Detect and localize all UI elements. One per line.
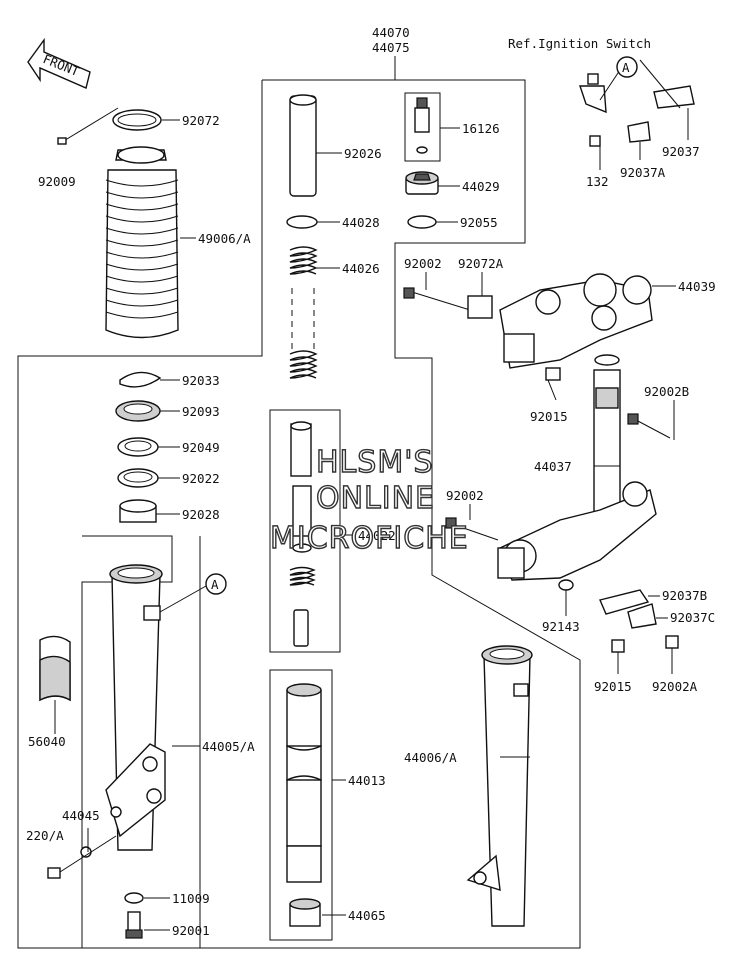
clamp-bolt-top — [403, 287, 471, 311]
oil-seal — [115, 400, 161, 422]
part-label: 220/A — [26, 828, 64, 843]
part-label: 92022 — [182, 471, 220, 486]
nut-top — [545, 367, 561, 381]
fork-boot — [105, 146, 179, 339]
lower-clamp — [497, 481, 657, 581]
part-label: 44028 — [342, 215, 380, 230]
part-label: 44045 — [62, 808, 100, 823]
svg-text:ONLINE: ONLINE — [316, 481, 435, 516]
part-label: 92143 — [542, 619, 580, 634]
part-label: 44065 — [348, 908, 386, 923]
part-label: 92072A — [458, 256, 504, 271]
part-label: 92002 — [404, 256, 442, 271]
damper-cartridge — [289, 421, 316, 647]
part-labels: 44070 44075 92072 92009 49006/A 92026 16… — [26, 25, 716, 938]
outer-tube-right — [466, 645, 533, 927]
part-label: 92037 — [662, 144, 700, 159]
part-label: 44022 — [358, 528, 396, 543]
svg-text:HLSM'S: HLSM'S — [316, 445, 434, 480]
part-label: 92033 — [182, 373, 220, 388]
part-label: 44039 — [678, 279, 716, 294]
retaining-clip — [119, 371, 162, 388]
axle-bolt — [125, 911, 143, 939]
part-label: 92002B — [644, 384, 689, 399]
cable-clamp-top — [467, 295, 493, 319]
slide-bush — [117, 468, 159, 488]
part-label: 92037A — [620, 165, 666, 180]
part-label: 92028 — [182, 507, 220, 522]
part-label: 44006/A — [404, 750, 457, 765]
part-label: 92072 — [182, 113, 220, 128]
o-ring — [407, 215, 437, 229]
drain-screw — [47, 835, 117, 879]
stem-washer — [558, 579, 574, 591]
part-label: 49006/A — [198, 231, 251, 246]
svg-text:A: A — [622, 60, 630, 75]
reflector — [39, 635, 71, 702]
fork-cap-bolt — [405, 171, 439, 195]
part-label: 92015 — [530, 409, 568, 424]
guide-bush — [289, 898, 321, 927]
leader-lines — [54, 59, 689, 931]
part-label: 92002 — [446, 488, 484, 503]
spring-seat — [286, 215, 318, 229]
part-label: 44029 — [462, 179, 500, 194]
part-label: 16126 — [462, 121, 500, 136]
bracket-lower — [599, 589, 679, 653]
callout-marker-a-top: A — [616, 56, 638, 78]
part-label: 11009 — [172, 891, 210, 906]
part-label: 56040 — [28, 734, 66, 749]
air-valve — [414, 97, 430, 154]
washer — [117, 437, 159, 457]
ref-note: Ref.Ignition Switch — [508, 36, 651, 51]
part-label: 44037 — [534, 459, 572, 474]
clamp-bolt-mid — [445, 517, 499, 541]
part-label: 92055 — [460, 215, 498, 230]
outer-tube-left — [105, 564, 166, 851]
svg-text:MICROFICHE: MICROFICHE — [270, 521, 469, 556]
watermark: HLSM'S ONLINE MICROFICHE — [269, 444, 469, 556]
part-label: 44070 — [372, 25, 410, 40]
frame-upper — [262, 79, 581, 949]
boot-clamp — [112, 109, 162, 131]
boot-screw — [57, 107, 119, 145]
part-label: 44013 — [348, 773, 386, 788]
ignition-bracket — [579, 73, 695, 147]
upper-clamp — [499, 273, 653, 369]
part-label: 44026 — [342, 261, 380, 276]
clamp-bolt-stem — [627, 413, 671, 439]
part-label: 92015 — [594, 679, 632, 694]
part-label: 44075 — [372, 40, 410, 55]
part-label: 44005/A — [202, 739, 255, 754]
frame-cartridge — [269, 409, 341, 653]
upper-spring — [289, 246, 318, 379]
part-label: 92093 — [182, 404, 220, 419]
part-label: 92037B — [662, 588, 707, 603]
svg-text:A: A — [211, 577, 219, 592]
part-label: 92037C — [670, 610, 715, 625]
part-label: 92001 — [172, 923, 210, 938]
axle-washer — [124, 892, 144, 904]
guide-bush-outer — [119, 499, 157, 523]
collar-tube — [289, 95, 317, 197]
front-arrow-icon: FRONT — [27, 37, 91, 89]
inner-tube — [286, 683, 322, 883]
part-label: 132 — [586, 174, 609, 189]
part-label: 92049 — [182, 440, 220, 455]
callout-marker-a-fork: A — [205, 573, 227, 595]
part-label: 92026 — [344, 146, 382, 161]
part-label: 92009 — [38, 174, 76, 189]
frame-inner-tube — [269, 669, 333, 941]
part-label: 92002A — [652, 679, 698, 694]
